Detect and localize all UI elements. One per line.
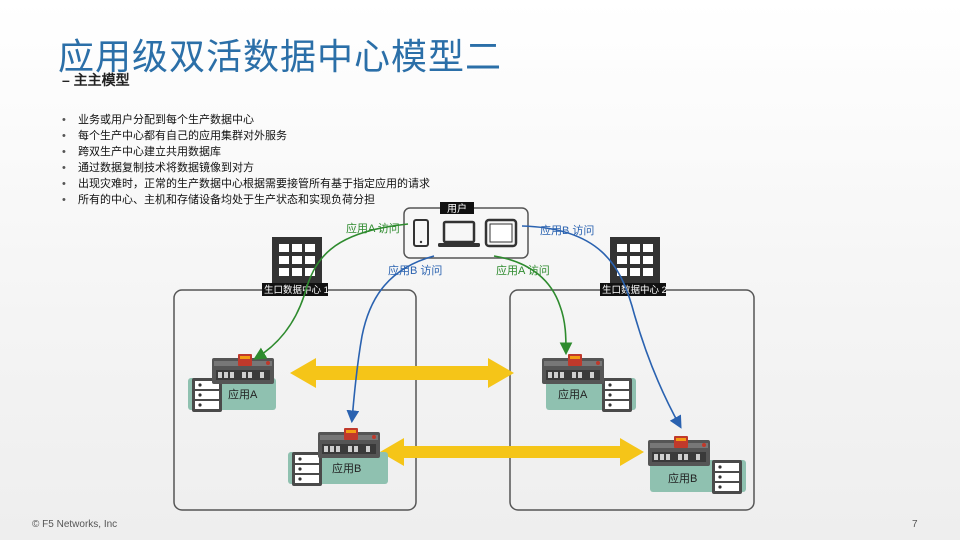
dc2-app-b-label: 应用B xyxy=(668,471,697,485)
dc1-app-b-storage-icon xyxy=(292,452,322,486)
page-number: 7 xyxy=(912,519,918,530)
dc2-label: 生口数据中心 2 xyxy=(602,284,667,296)
replication-arrow-app-b xyxy=(380,438,644,466)
dc1-label: 生口数据中心 1 xyxy=(264,284,329,296)
dc1-building-icon xyxy=(272,237,322,287)
dc1-label-bar xyxy=(262,283,328,296)
bullet-item: 每个生产中心都有自己的应用集群对外服务 xyxy=(62,128,430,144)
flow-label-app-a-left: 应用A 访问 xyxy=(346,221,400,235)
dc2-app-b-f5-device-icon xyxy=(648,436,710,466)
bullet-item: 所有的中心、主机和存储设备均处于生产状态和实现负荷分担 xyxy=(62,192,430,208)
flow-app-b-to-dc1 xyxy=(346,255,435,424)
user-label-bar xyxy=(440,202,474,214)
bullet-item: 出现灾难时，正常的生产数据中心根据需要接管所有基于指定应用的请求 xyxy=(62,176,430,192)
dc2-building-icon xyxy=(610,237,660,287)
replication-arrow-app-a xyxy=(290,358,514,388)
tablet-icon xyxy=(484,218,518,248)
phone-icon xyxy=(413,219,429,247)
dc2-app-a-label: 应用A xyxy=(558,387,588,401)
user-label: 用户 xyxy=(447,202,467,215)
laptop-icon xyxy=(438,220,480,247)
page-subtitle: – 主主模型 xyxy=(62,72,130,88)
copyright: © F5 Networks, Inc xyxy=(32,519,118,530)
bullet-list: 业务或用户分配到每个生产数据中心 每个生产中心都有自己的应用集群对外服务 跨双生… xyxy=(62,112,430,208)
dc2-app-a-storage-icon xyxy=(602,378,632,412)
flow-label-app-b-mid: 应用B 访问 xyxy=(388,263,442,277)
bullet-item: 通过数据复制技术将数据镜像到对方 xyxy=(62,160,430,176)
dc1-app-b-label: 应用B xyxy=(332,461,361,475)
dc2-label-bar xyxy=(600,283,666,296)
dc1-app-a-f5-device-icon xyxy=(212,354,274,384)
page-title: 应用级双活数据中心模型二 xyxy=(58,37,503,78)
flow-app-b-to-dc2 xyxy=(521,225,682,429)
dc2-app-a-f5-device-icon xyxy=(542,354,604,384)
dc2-app-b-storage-icon xyxy=(712,460,742,494)
flow-app-a-to-dc1 xyxy=(253,223,409,360)
flow-label-app-a-mid: 应用A 访问 xyxy=(496,263,550,277)
dc1-app-a-label: 应用A xyxy=(228,387,258,401)
flow-label-app-b-right: 应用B 访问 xyxy=(540,223,594,237)
flow-app-a-to-dc2 xyxy=(493,255,573,356)
bullet-item: 业务或用户分配到每个生产数据中心 xyxy=(62,112,430,128)
bullet-item: 跨双生产中心建立共用数据库 xyxy=(62,144,430,160)
dc1-app-b-f5-device-icon xyxy=(318,428,380,458)
